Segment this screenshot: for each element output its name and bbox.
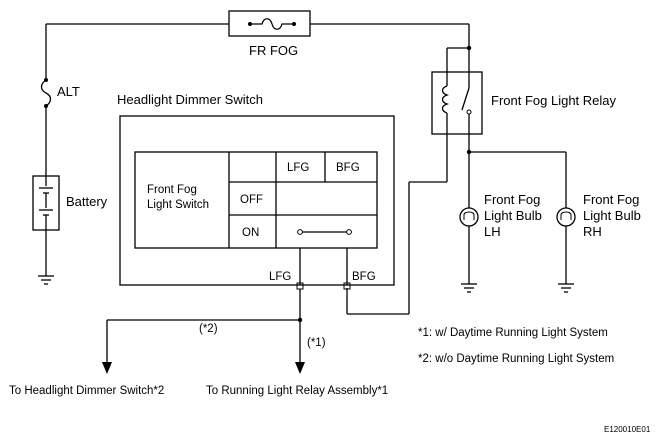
svg-text:LH: LH [484, 224, 501, 239]
row-on: ON [242, 227, 259, 239]
switch-outline [119, 115, 395, 286]
fuse-label: FR FOG [249, 43, 298, 58]
power-wiring [45, 23, 472, 276]
svg-text:Light Bulb: Light Bulb [484, 208, 542, 223]
col-bfg: BFG [336, 162, 360, 174]
relay-label: Front Fog Light Relay [491, 93, 617, 108]
alt-fusible-link [40, 78, 52, 108]
marker-1: (*1) [307, 337, 326, 349]
row-header-line1: Front Fog [147, 184, 197, 196]
front-fog-light-relay [431, 47, 483, 135]
bulb-lh-icon [459, 207, 479, 227]
note-2: *2: w/o Daytime Running Light System [418, 353, 614, 365]
switch-table [134, 151, 378, 249]
fr-fog-fuse [228, 10, 311, 37]
bulb-lh-label: Front Fog Light Bulb LH [484, 192, 542, 239]
ground-icon [461, 283, 477, 293]
svg-text:Front Fog: Front Fog [583, 192, 639, 207]
bulb-wiring [466, 134, 567, 284]
marker-2: (*2) [199, 323, 218, 335]
ground-icon [38, 275, 54, 285]
svg-text:Light Bulb: Light Bulb [583, 208, 641, 223]
continuity-mark [297, 229, 352, 235]
note-1: *1: w/ Daytime Running Light System [418, 327, 608, 339]
switch-title: Headlight Dimmer Switch [117, 92, 263, 107]
figure-code: E120010E01 [604, 425, 651, 434]
lfg-output-wiring [102, 289, 305, 374]
terminal-bfg [343, 248, 351, 290]
col-lfg: LFG [287, 162, 309, 174]
terminal-lfg-label: LFG [269, 271, 291, 283]
ground-icon [558, 283, 574, 293]
alt-label: ALT [57, 84, 80, 99]
svg-text:Front Fog: Front Fog [484, 192, 540, 207]
destination-right: To Running Light Relay Assembly*1 [206, 385, 388, 397]
svg-text:RH: RH [583, 224, 602, 239]
row-off: OFF [240, 194, 263, 206]
bulb-rh-icon [556, 207, 576, 227]
terminal-lfg [296, 248, 304, 290]
row-header-line2: Light Switch [147, 199, 209, 211]
bulb-rh-label: Front Fog Light Bulb RH [583, 192, 641, 239]
terminal-bfg-label: BFG [352, 271, 376, 283]
destination-left: To Headlight Dimmer Switch*2 [9, 385, 164, 397]
battery-symbol [32, 175, 60, 231]
battery-label: Battery [66, 194, 108, 209]
